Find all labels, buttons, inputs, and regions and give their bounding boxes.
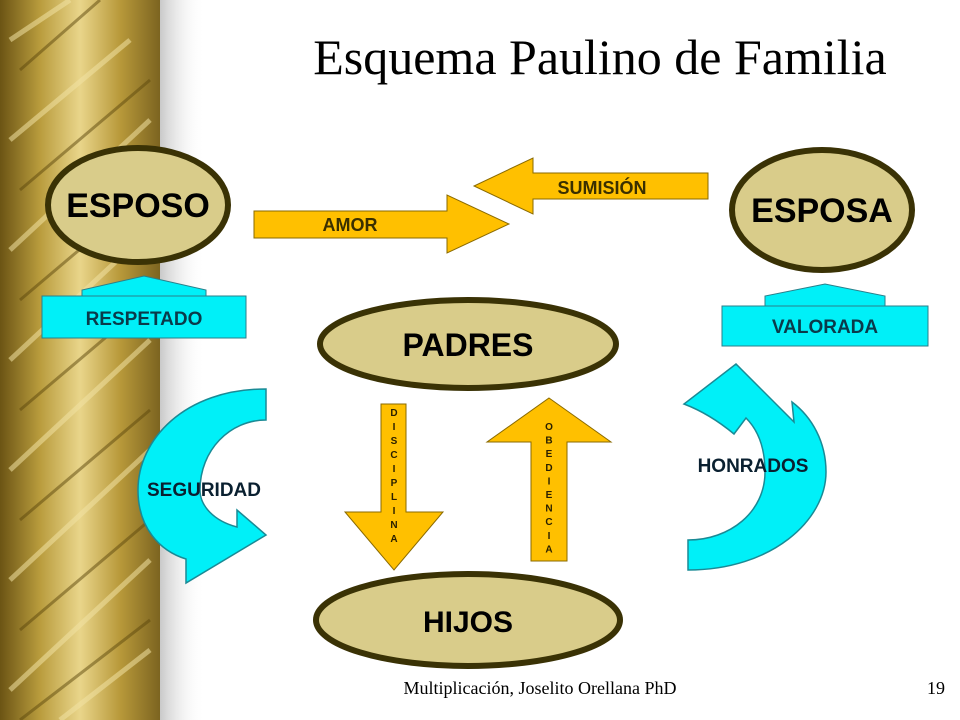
disciplina-letter: I [393, 506, 396, 517]
obediencia-letter: B [545, 436, 552, 447]
slide-title: Esquema Paulino de Familia [313, 29, 887, 85]
page-number: 19 [927, 678, 945, 698]
padres-node: PADRES [317, 297, 619, 391]
esposa-node: ESPOSA [729, 147, 915, 273]
honrados-label: HONRADOS [698, 456, 809, 477]
hijos-label: HIJOS [423, 606, 513, 639]
obediencia-letter: D [545, 463, 552, 474]
disciplina-letter: D [390, 408, 397, 419]
obediencia-letter: N [545, 504, 552, 515]
honrados-curved-arrow: HONRADOS [682, 363, 827, 571]
obediencia-letter: C [545, 517, 552, 528]
disciplina-letter: I [393, 464, 396, 475]
esposo-node: ESPOSO [45, 145, 231, 265]
obediencia-letter: I [548, 476, 551, 487]
sumision-arrow: SUMISIÓN [472, 157, 709, 215]
sumision-label: SUMISIÓN [557, 177, 646, 198]
respetado-arrow: RESPETADO [41, 275, 247, 339]
disciplina-letter: I [393, 422, 396, 433]
seguridad-label: SEGURIDAD [147, 480, 261, 501]
obediencia-letter: A [545, 544, 552, 555]
valorada-arrow: VALORADA [721, 283, 929, 347]
amor-label: AMOR [323, 215, 378, 235]
disciplina-letter: C [390, 450, 397, 461]
obediencia-letter: E [546, 490, 553, 501]
respetado-label: RESPETADO [86, 309, 203, 330]
curtain-decoration [0, 0, 205, 720]
seguridad-curved-arrow: SEGURIDAD [137, 388, 268, 585]
padres-label: PADRES [403, 327, 534, 363]
disciplina-letter: L [391, 492, 397, 503]
esposo-label: ESPOSO [66, 187, 210, 225]
obediencia-letter: O [545, 422, 553, 433]
disciplina-letter: S [391, 436, 398, 447]
disciplina-letter: P [391, 478, 398, 489]
obediencia-letter: I [548, 531, 551, 542]
slide-footer: Multiplicación, Joselito Orellana PhD [403, 678, 677, 698]
disciplina-letter: A [390, 534, 397, 545]
esposa-label: ESPOSA [751, 192, 893, 230]
obediencia-letter: E [546, 449, 553, 460]
disciplina-letter: N [390, 520, 397, 531]
amor-arrow: AMOR [253, 194, 511, 254]
valorada-label: VALORADA [772, 317, 879, 338]
hijos-node: HIJOS [313, 571, 623, 669]
